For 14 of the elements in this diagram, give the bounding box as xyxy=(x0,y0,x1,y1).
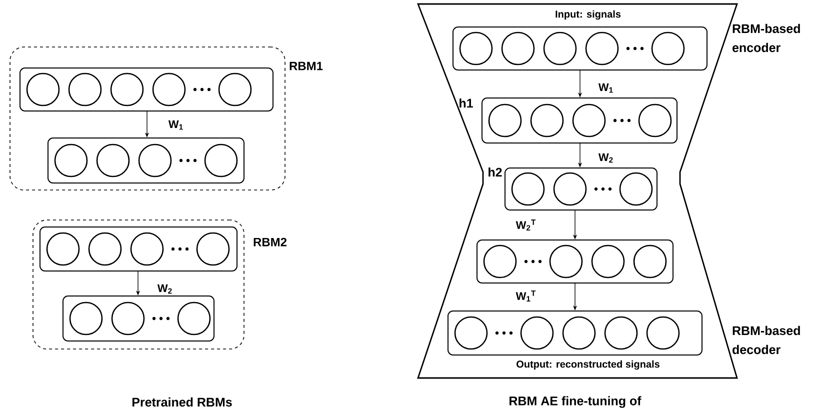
layer-title: Output: reconstructed signals xyxy=(516,360,660,370)
side-label: h2 xyxy=(488,167,502,177)
side-label: RBM-based encoder xyxy=(732,24,800,52)
group-label: RBM1 xyxy=(290,62,323,70)
side-label: h1 xyxy=(460,98,473,108)
edge-label: W$_{2}$ xyxy=(598,153,613,163)
layer-title: Input: signals xyxy=(556,10,621,20)
edge-label: W$_{1}$ xyxy=(168,120,183,130)
caption: RBM AE fine-tuning of xyxy=(510,396,642,408)
caption: Pretrained RBMs xyxy=(132,397,232,407)
edge-label: W$_{2}$ xyxy=(157,284,172,294)
group-label: RBM2 xyxy=(254,238,287,246)
edge-label: W$_{1}$ xyxy=(598,83,613,93)
side-label: RBM-based decoder xyxy=(732,326,800,354)
